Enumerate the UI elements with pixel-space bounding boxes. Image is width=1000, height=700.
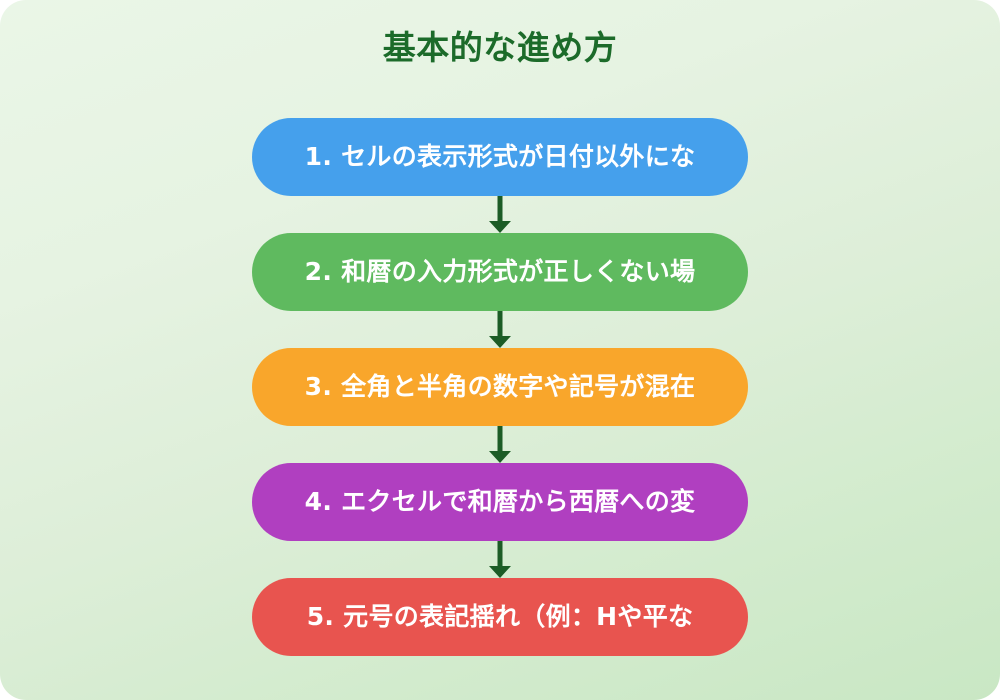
arrow-down-icon [488, 541, 512, 578]
flowchart: 1. セルの表示形式が日付以外にな 2. 和暦の入力形式が正しくない場 3. 全… [0, 118, 1000, 656]
step-box-3[interactable]: 3. 全角と半角の数字や記号が混在 [252, 348, 748, 426]
flow-step-4[interactable]: 4. エクセルで和暦から西暦への変 [0, 463, 1000, 541]
arrow-head [489, 566, 511, 578]
step-label-2: 2. 和暦の入力形式が正しくない場 [304, 257, 696, 287]
flow-connector-4-5 [0, 541, 1000, 578]
arrow-head [489, 336, 511, 348]
flow-step-5[interactable]: 5. 元号の表記揺れ（例：Hや平な [0, 578, 1000, 656]
step-box-5[interactable]: 5. 元号の表記揺れ（例：Hや平な [252, 578, 748, 656]
flow-step-2[interactable]: 2. 和暦の入力形式が正しくない場 [0, 233, 1000, 311]
step-box-2[interactable]: 2. 和暦の入力形式が正しくない場 [252, 233, 748, 311]
step-label-1: 1. セルの表示形式が日付以外にな [304, 142, 696, 172]
arrow-shaft [497, 426, 503, 453]
arrow-down-icon [488, 426, 512, 463]
flow-step-3[interactable]: 3. 全角と半角の数字や記号が混在 [0, 348, 1000, 426]
step-box-1[interactable]: 1. セルの表示形式が日付以外にな [252, 118, 748, 196]
arrow-down-icon [488, 196, 512, 233]
flow-connector-2-3 [0, 311, 1000, 348]
page-title: 基本的な進め方 [382, 28, 618, 67]
step-label-4: 4. エクセルで和暦から西暦への変 [304, 487, 696, 517]
arrow-shaft [497, 541, 503, 568]
flow-connector-1-2 [0, 196, 1000, 233]
arrow-shaft [497, 196, 503, 223]
step-label-3: 3. 全角と半角の数字や記号が混在 [304, 372, 696, 402]
flow-step-1[interactable]: 1. セルの表示形式が日付以外にな [0, 118, 1000, 196]
step-box-4[interactable]: 4. エクセルで和暦から西暦への変 [252, 463, 748, 541]
arrow-shaft [497, 311, 503, 338]
arrow-down-icon [488, 311, 512, 348]
arrow-head [489, 221, 511, 233]
step-label-5: 5. 元号の表記揺れ（例：Hや平な [306, 602, 694, 632]
flow-connector-3-4 [0, 426, 1000, 463]
arrow-head [489, 451, 511, 463]
